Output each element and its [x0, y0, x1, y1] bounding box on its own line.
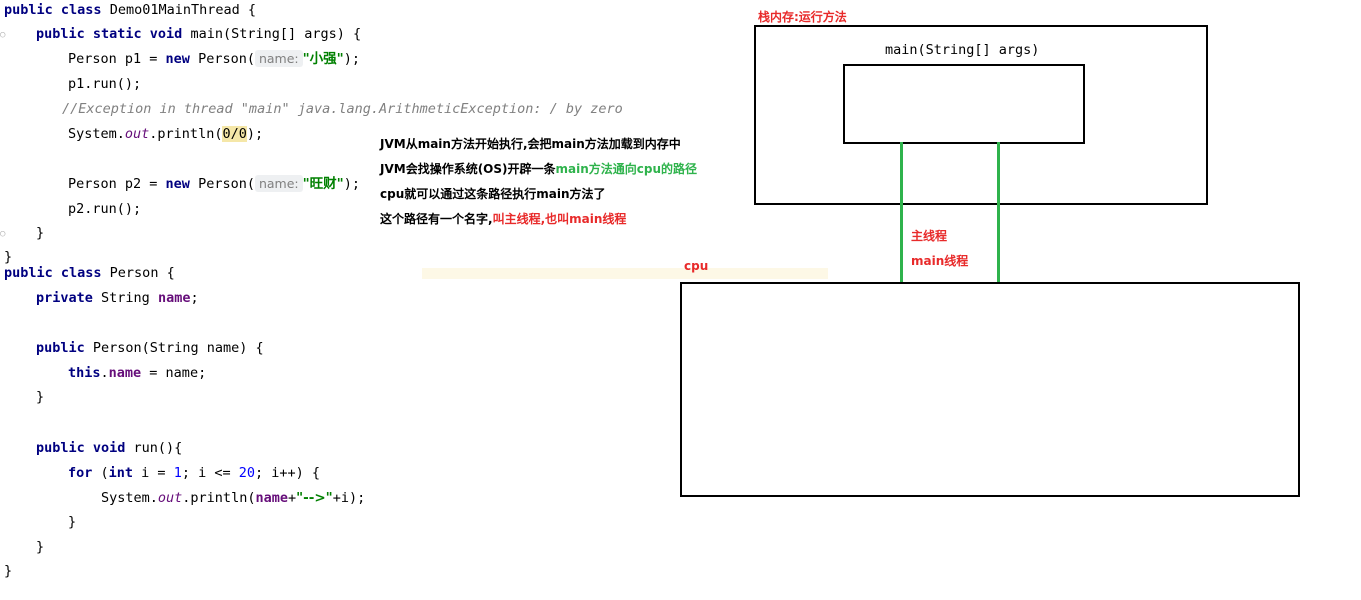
- code-line-20: }: [36, 539, 45, 555]
- fold-marker-icon[interactable]: ○: [0, 229, 6, 239]
- main-method-frame: [843, 64, 1085, 144]
- fold-marker-icon[interactable]: ○: [0, 30, 6, 40]
- code-line-17: for (int i = 1; i <= 20; i++) {: [68, 465, 321, 481]
- main-thread-path-left: [900, 142, 903, 283]
- code-line-16: public void run(){: [36, 440, 183, 456]
- main-thread-path-right: [997, 142, 1000, 283]
- line-highlight: [422, 268, 828, 279]
- code-line-9: }: [36, 225, 45, 241]
- code-line-13: public Person(String name) {: [36, 340, 264, 356]
- code-line-12: private String name;: [36, 290, 199, 306]
- code-line-7: Person p2 = new Person(name:"旺财");: [68, 175, 360, 192]
- note-line-2: JVM会找操作系统(OS)开辟一条main方法通向cpu的路径: [380, 162, 698, 176]
- param-hint: name:: [254, 50, 303, 67]
- code-line-3: Person p1 = new Person(name:"小强");: [68, 50, 360, 67]
- code-line-15: }: [36, 389, 45, 405]
- code-line-11: public class Person {: [4, 265, 175, 281]
- cpu-label: cpu: [684, 259, 709, 273]
- code-line-21: }: [4, 563, 13, 579]
- highlight: 0/0: [222, 126, 247, 142]
- stack-memory-label: 栈内存:运行方法: [758, 10, 847, 24]
- stack-memory-box: [754, 25, 1208, 205]
- code-line-10: }: [4, 249, 13, 265]
- code-line-18: System.out.println(name+"-->"+i);: [101, 490, 366, 506]
- main-thread-label: 主线程: [911, 229, 948, 243]
- main-thread-label-2: main线程: [911, 254, 969, 268]
- code-line-1: public class Demo01MainThread {: [4, 2, 256, 18]
- note-line-4: 这个路径有一个名字,叫主线程,也叫main线程: [380, 212, 627, 226]
- code-line-2: public static void main(String[] args) {: [36, 26, 362, 42]
- code-comment: //Exception in thread "main" java.lang.A…: [62, 101, 623, 117]
- code-line-8: p2.run();: [68, 201, 142, 217]
- param-hint: name:: [254, 175, 303, 192]
- code-line-19: }: [68, 514, 77, 530]
- cpu-box: [680, 282, 1300, 497]
- code-line-6: System.out.println(0/0);: [68, 126, 264, 142]
- code-line-14: this.name = name;: [68, 365, 207, 381]
- note-line-3: cpu就可以通过这条路径执行main方法了: [380, 187, 606, 201]
- code-line-4: p1.run();: [68, 76, 142, 92]
- main-method-label: main(String[] args): [885, 42, 1040, 58]
- note-line-1: JVM从main方法开始执行,会把main方法加载到内存中: [380, 137, 681, 151]
